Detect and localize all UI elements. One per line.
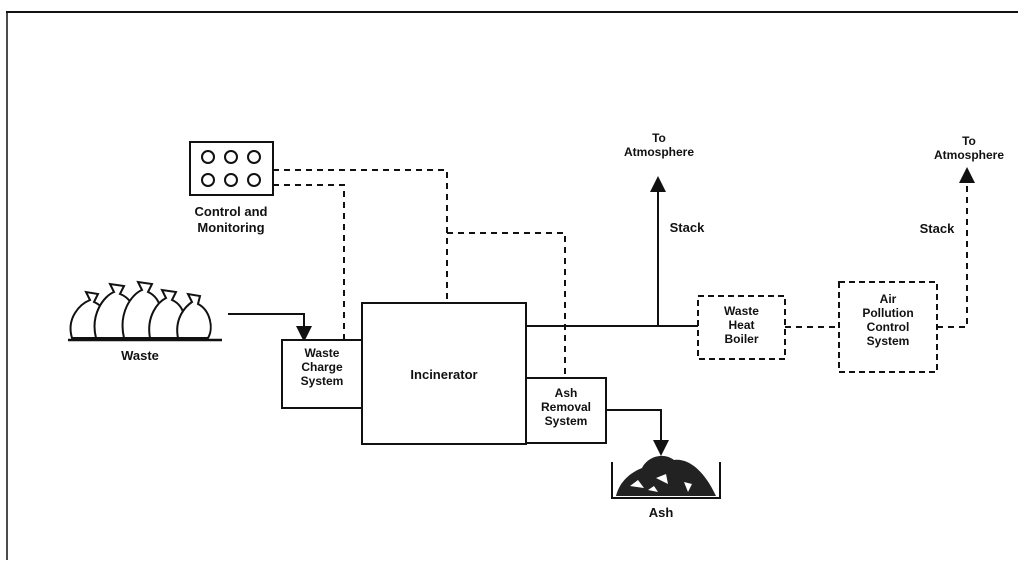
charge-label-line1: Waste bbox=[282, 346, 362, 360]
ash-label: Ash bbox=[636, 505, 686, 521]
boiler-label-line3: Boiler bbox=[698, 332, 785, 346]
waste-label: Waste bbox=[110, 348, 170, 364]
waste-bags-icon bbox=[68, 282, 222, 340]
air-pollution-control-label: Air Pollution Control System bbox=[839, 292, 937, 348]
ash-removal-line3: System bbox=[526, 414, 606, 428]
stack-label-2: Stack bbox=[910, 221, 964, 237]
to-atmosphere-label-2: To Atmosphere bbox=[914, 134, 1024, 162]
waste-heat-boiler-label: Waste Heat Boiler bbox=[698, 304, 785, 346]
boiler-label-line1: Waste bbox=[698, 304, 785, 318]
to-atm1-line2: Atmosphere bbox=[604, 145, 714, 159]
to-atm2-line2: Atmosphere bbox=[914, 148, 1024, 162]
charge-label-line3: System bbox=[282, 374, 362, 388]
incinerator-label: Incinerator bbox=[362, 367, 526, 383]
apc-label-line2: Pollution bbox=[839, 306, 937, 320]
ash-removal-line1: Ash bbox=[526, 386, 606, 400]
to-atm1-line1: To bbox=[604, 131, 714, 145]
charge-label-line2: Charge bbox=[282, 360, 362, 374]
second-stack-line bbox=[937, 175, 967, 327]
stack-label-1: Stack bbox=[660, 220, 714, 236]
ash-pile-icon bbox=[612, 456, 720, 498]
apc-label-line3: Control bbox=[839, 320, 937, 334]
waste-charge-system-label: Waste Charge System bbox=[282, 346, 362, 388]
ash-removal-system-label: Ash Removal System bbox=[526, 386, 606, 428]
flue-gas-line bbox=[526, 184, 698, 326]
control-label-line2: Monitoring bbox=[170, 220, 292, 236]
ash-output-line bbox=[606, 410, 661, 448]
to-atm2-line1: To bbox=[914, 134, 1024, 148]
ash-removal-line2: Removal bbox=[526, 400, 606, 414]
control-label-line1: Control and bbox=[170, 204, 292, 220]
apc-label-line4: System bbox=[839, 334, 937, 348]
boiler-label-line2: Heat bbox=[698, 318, 785, 332]
to-atmosphere-label-1: To Atmosphere bbox=[604, 131, 714, 159]
waste-feed-line bbox=[228, 314, 304, 334]
apc-label-line1: Air bbox=[839, 292, 937, 306]
control-monitoring-label: Control and Monitoring bbox=[170, 204, 292, 236]
control-panel-icon bbox=[190, 142, 273, 195]
